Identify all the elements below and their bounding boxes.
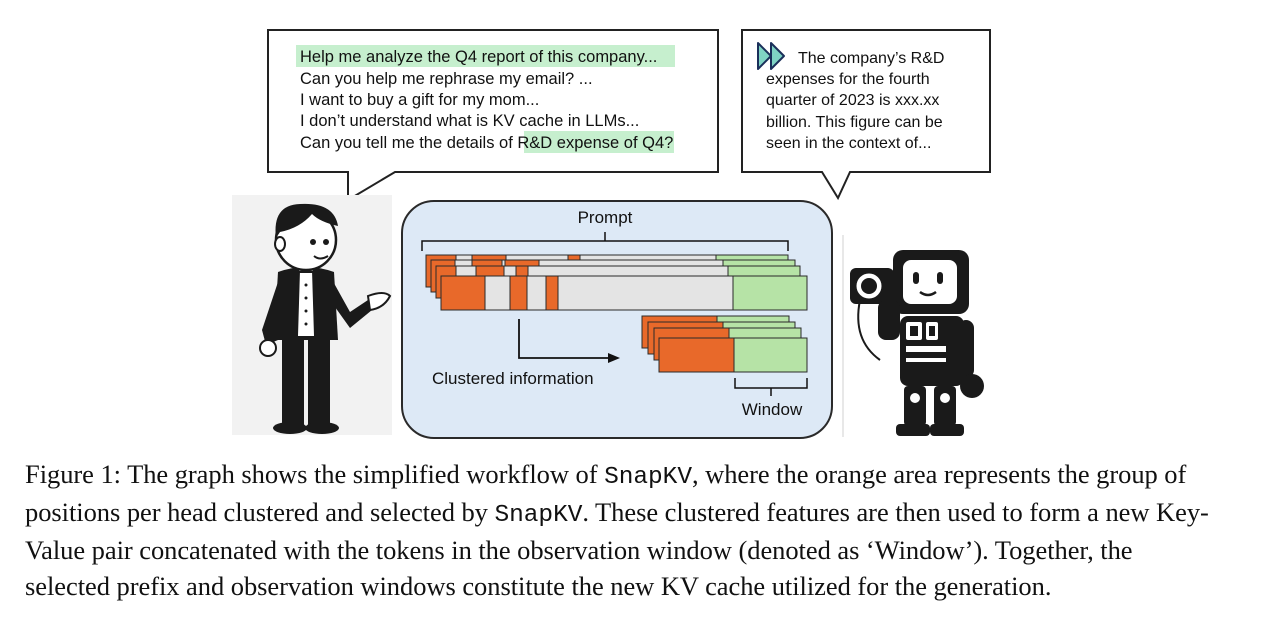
highlight-q4-report: [296, 45, 675, 67]
caption-method-name-2: SnapKV: [494, 502, 583, 530]
user-line-1: Help me analyze the Q4 report of this co…: [300, 48, 657, 66]
window-label: Window: [742, 400, 803, 419]
robot-line-2: expenses for the fourth: [766, 71, 930, 88]
clustered-information-label: Clustered information: [432, 369, 594, 388]
robot-illustration: [842, 235, 984, 437]
caption-label: Figure 1:: [25, 459, 121, 489]
caption-text-2: , where the orange area represents the g…: [25, 459, 1187, 528]
workflow-figure: Help me analyze the Q4 report of this co…: [232, 29, 991, 439]
user-speech-bubble: Help me analyze the Q4 report of this co…: [267, 29, 719, 202]
user-line-5-suffix: ?: [664, 134, 673, 152]
robot-line-3: quarter of 2023 is xxx.xx: [766, 92, 939, 109]
prompt-label: Prompt: [578, 208, 633, 227]
robot-speech-bubble: The company’s R&D expenses for the fourt…: [741, 29, 991, 201]
person-illustration: [232, 195, 392, 435]
prompt-brace: [421, 232, 789, 251]
kv-cache-diagram: Prompt: [401, 200, 833, 439]
window-brace: [734, 378, 808, 396]
robot-line-1: The company’s R&D: [798, 50, 944, 67]
caption-text-1: The graph shows the simplified workflow …: [120, 459, 605, 489]
user-line-5: Can you tell me the details of R&D expen…: [300, 134, 673, 152]
prompt-bars: [425, 254, 808, 311]
user-line-2: Can you help me rephrase my email? ...: [300, 70, 593, 88]
user-line-3: I want to buy a gift for my mom...: [300, 91, 539, 109]
caption-text-3: . These clustered features are then used…: [25, 497, 1209, 601]
figure-caption: Figure 1: The graph shows the simplified…: [25, 457, 1215, 604]
user-line-5-highlight: R&D expense of Q4: [517, 134, 664, 152]
robot-line-5: seen in the context of...: [766, 135, 931, 152]
fast-forward-icon: [757, 42, 785, 70]
user-line-4: I don’t understand what is KV cache in L…: [300, 112, 639, 130]
caption-method-name-1: SnapKV: [604, 464, 692, 491]
robot-line-4: billion. This figure can be: [766, 114, 943, 131]
highlight-rd-expense: [524, 131, 674, 153]
user-line-5-prefix: Can you tell me the details of: [300, 134, 517, 152]
compressed-kv-bars: [641, 315, 808, 373]
cluster-arrow: [518, 319, 620, 363]
